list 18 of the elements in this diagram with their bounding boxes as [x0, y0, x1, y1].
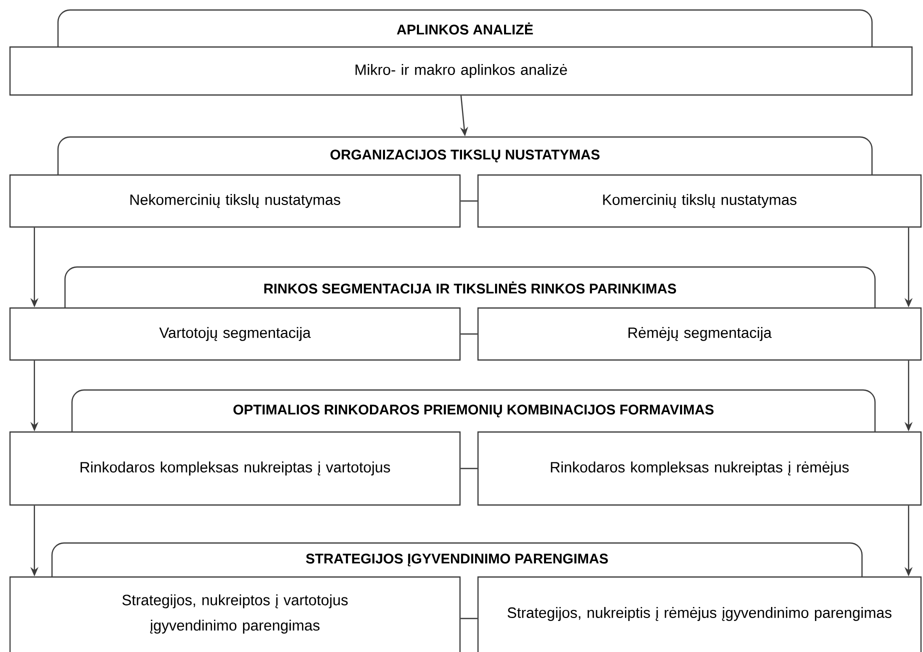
process-box: Strategijos, nukreiptis į rėmėjus įgyvendinimo parengimas — [477, 576, 922, 652]
process-box: Rinkodaros kompleksas nukreiptas į vartotojus — [9, 431, 461, 506]
connector-line — [460, 200, 478, 202]
stage-tab: STRATEGIJOS ĮGYVENDINIMO PARENGIMAS — [51, 542, 863, 578]
connector-line — [460, 468, 478, 470]
process-box: Nekomercinių tikslų nustatymas — [9, 174, 461, 228]
process-box: Komercinių tikslų nustatymas — [477, 174, 922, 228]
stage-tab: OPTIMALIOS RINKODAROS PRIEMONIŲ KOMBINACIJOS FORMAVIMAS — [71, 389, 876, 433]
process-box: Rinkodaros kompleksas nukreiptas į rėmėjus — [477, 431, 922, 506]
connector-line — [460, 618, 478, 620]
stage-tab: ORGANIZACIJOS TIKSLŲ NUSTATYMAS — [57, 136, 873, 176]
process-box: Rėmėjų segmentacija — [477, 307, 922, 361]
process-box: Mikro- ir makro aplinkos analizė — [9, 46, 913, 96]
stage-tab: RINKOS SEGMENTACIJA IR TIKSLINĖS RINKOS PARINKIMAS — [64, 266, 876, 309]
process-box: Vartotojų segmentacija — [9, 307, 461, 361]
process-box: Strategijos, nukreiptos į vartotojus įgyvendinimo parengimas — [9, 576, 461, 652]
stage-tab: APLINKOS ANALIZĖ — [57, 9, 873, 48]
connector-line — [460, 333, 478, 335]
